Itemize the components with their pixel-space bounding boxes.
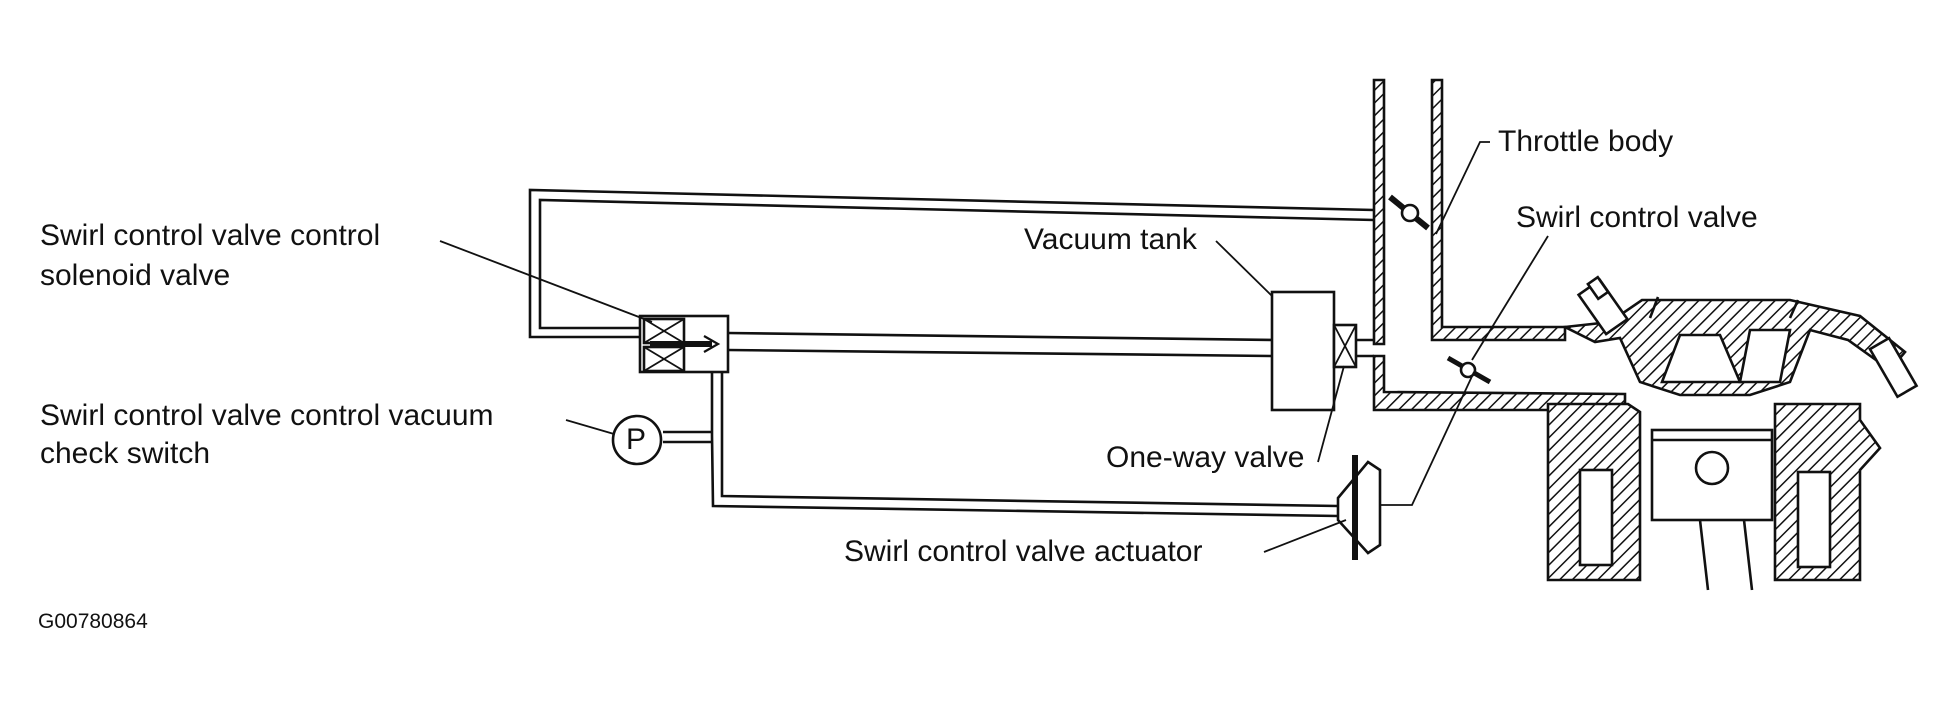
throttle-body-leader: [1435, 141, 1490, 235]
solenoid-leader: [439, 240, 653, 323]
vacuum-tank-label: Vacuum tank: [1024, 223, 1197, 256]
one-way-valve: [1332, 323, 1374, 369]
actuator-vacuum-hose: [710, 373, 1339, 518]
swirl-control-valve-actuator: [1336, 371, 1475, 560]
solenoid-label-line1: Swirl control valve control: [40, 219, 381, 252]
solenoid-label-line2: solenoid valve: [40, 259, 231, 292]
throttle-plate: [1388, 194, 1430, 231]
tank-vacuum-hose: [727, 331, 1273, 358]
exhaust-valve-seat: [1738, 328, 1792, 384]
one-way-valve-leader: [1317, 365, 1345, 463]
cylinder-head: [1560, 298, 1907, 397]
swirl-control-valve: [1446, 355, 1492, 385]
swirl-valve-label: Swirl control valve: [1516, 201, 1758, 234]
vacuum-check-switch: [611, 414, 663, 466]
actuator-label: Swirl control valve actuator: [844, 535, 1203, 568]
throttle-body-label: Throttle body: [1498, 125, 1674, 158]
swirl-valve-leader: [1471, 235, 1549, 361]
upper-vacuum-hose-inner: [538, 198, 1375, 330]
throttle-body-wall-left-lower: [1372, 354, 1627, 412]
throttle-body-wall-left: [1372, 78, 1386, 346]
fuel-injector: [1576, 275, 1630, 336]
tank-leader: [1215, 240, 1273, 297]
one-way-valve-label: One-way valve: [1106, 441, 1305, 474]
vacuum-switch-label-line1: Swirl control valve control vacuum: [40, 399, 494, 432]
solenoid-valve: [638, 314, 730, 374]
vacuum-tank: [1270, 290, 1336, 412]
figure-id: G00780864: [38, 610, 148, 633]
spark-plug: [1868, 336, 1919, 399]
switch-leader: [565, 419, 615, 435]
vacuum-switch-label-line2: check switch: [40, 437, 211, 470]
pressure-symbol: P: [626, 423, 647, 456]
actuator-leader: [1263, 519, 1347, 553]
switch-vacuum-hose: [663, 430, 712, 444]
upper-vacuum-hose: [528, 188, 1375, 339]
piston: [1650, 428, 1774, 522]
connecting-rod: [1698, 519, 1754, 591]
